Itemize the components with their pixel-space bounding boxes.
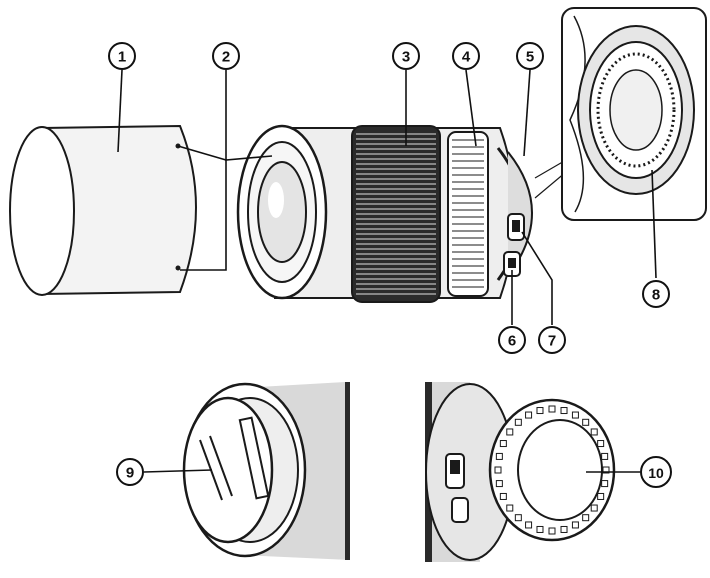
body-cap [517,419,603,521]
callout-1: 1 [108,42,136,70]
mount-inset [561,7,707,221]
bayonet-tooth [590,504,598,512]
bayonet-tooth [525,411,533,419]
rear-cap-view [182,382,350,560]
bayonet-tooth [597,492,605,500]
svg-text:1: 1 [118,49,126,66]
callout-9: 9 [116,458,144,486]
bayonet-tooth [514,514,522,522]
svg-text:7: 7 [548,333,556,350]
callout-7: 7 [538,326,566,354]
bayonet-tooth [548,527,556,535]
callout-3: 3 [392,42,420,70]
bayonet-tooth [525,521,533,529]
lens-body [236,124,533,303]
bayonet-tooth [601,452,609,460]
bayonet-tooth [590,428,598,436]
bayonet-tooth [560,407,568,415]
rear-lens-cap [182,396,274,544]
bayonet-tooth [548,405,556,413]
bayonet-tooth [582,514,590,522]
bayonet-tooth [499,440,507,448]
bayonet-tooth [514,418,522,426]
callout-2: 2 [212,42,240,70]
hood-mark-bottom [175,265,181,271]
bayonet-tooth [506,428,514,436]
focus-ring-ridges [452,139,484,288]
bayonet-tooth [495,452,503,460]
bayonet-tooth [506,504,514,512]
bayonet-tooth [571,521,579,529]
bayonet-tooth [536,525,544,533]
callout-5: 5 [516,42,544,70]
focus-ring [447,131,489,297]
bayonet-tooth [495,480,503,488]
bayonet-teeth [494,405,610,535]
bayonet-tooth [571,411,579,419]
bayonet-tooth [560,525,568,533]
svg-text:9: 9 [126,465,134,482]
callout-6: 6 [498,326,526,354]
svg-text:10: 10 [648,465,664,481]
svg-text:5: 5 [526,49,534,66]
svg-text:2: 2 [222,49,230,66]
svg-text:4: 4 [462,49,471,66]
svg-text:8: 8 [652,287,660,304]
body-cap-view [425,382,616,562]
lens-hood [9,124,197,296]
svg-text:6: 6 [508,333,516,350]
bayonet-tooth [499,492,507,500]
bayonet-tooth [536,407,544,415]
zoom-ring-ridges [356,133,436,295]
callout-10: 10 [640,456,672,488]
front-element [257,161,307,263]
callout-4: 4 [452,42,480,70]
callout-8: 8 [642,280,670,308]
bayonet-tooth [597,440,605,448]
bayonet-tooth [494,466,502,474]
svg-text:3: 3 [402,49,410,66]
mount-contacts [596,52,676,168]
bayonet-tooth [582,418,590,426]
bayonet-tooth [601,480,609,488]
